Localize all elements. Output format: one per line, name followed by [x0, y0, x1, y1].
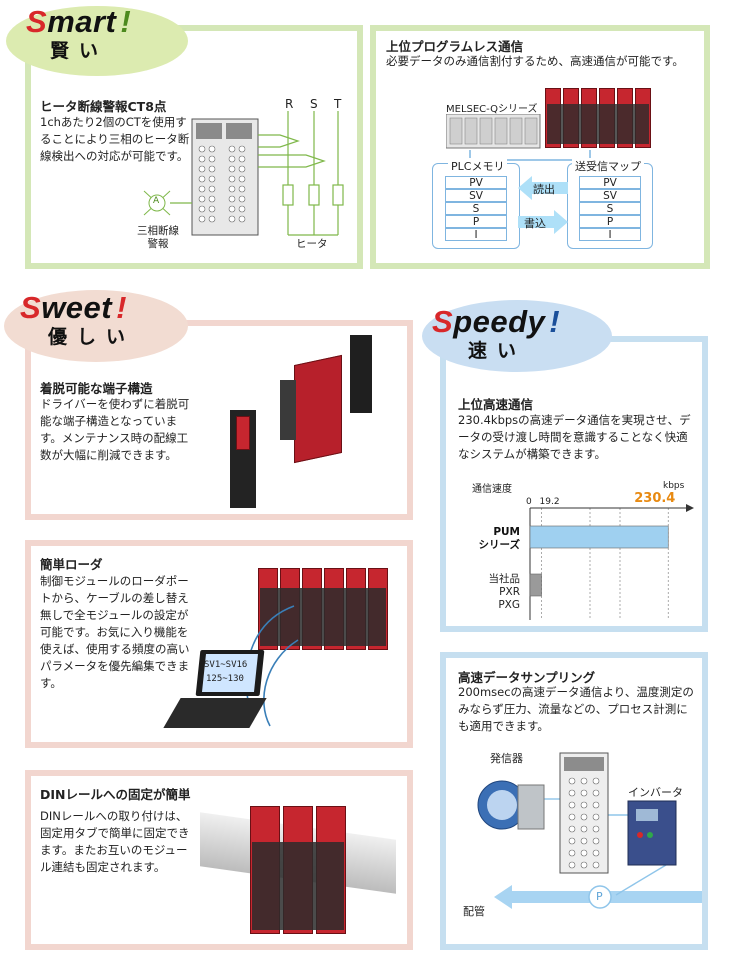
chart-category-label: PXG [498, 599, 520, 611]
chart-category-label: PXR [499, 586, 520, 598]
laptop-screen-line2: 125~130 [206, 674, 244, 684]
module-side-image [280, 354, 346, 464]
heater-phase-r: R [285, 97, 294, 111]
sweet-badge-cap: S [20, 290, 42, 325]
plc-memory-row: PV [445, 176, 507, 189]
write-arrow [518, 210, 568, 234]
plc-series-label: MELSEC-Qシリーズ [446, 104, 538, 115]
pump-symbol: P [596, 890, 603, 903]
heater-phase-t: T [334, 97, 342, 111]
chart-unit-label: kbps [663, 481, 685, 491]
map-row: S [579, 202, 641, 215]
read-label: 読出 [533, 183, 555, 196]
terminal-plug-image [340, 335, 380, 415]
heater-diagram [143, 111, 344, 236]
map-label: 送受信マップ [572, 158, 644, 174]
map-row: I [579, 228, 641, 241]
smart-badge-cap: S [26, 4, 48, 39]
plc-memory-row: P [445, 215, 507, 228]
plc-memory-row: S [445, 202, 507, 215]
smart-badge-rest: mart [47, 4, 117, 39]
chart-category-label: PUM [493, 526, 520, 538]
chart-tick-label: 19.2 [540, 497, 560, 507]
smart-badge-bg [6, 6, 188, 76]
sweet-badge-mark: ! [116, 290, 127, 325]
highspeed-title: 上位高速通信 [458, 397, 534, 412]
chart-category-label: シリーズ [479, 538, 521, 551]
speedy-badge-mark: ! [549, 304, 561, 339]
heater-alarm-label: 三相断線警報 [137, 225, 179, 250]
plc-memory-row: I [445, 228, 507, 241]
plc-rack [446, 114, 541, 149]
chart-tick-label-highlight: 230.4 [634, 491, 675, 506]
chart-x-label: 通信速度 [472, 482, 512, 495]
programless-text: 必要データのみ通信割付するため、高速通信が可能です。 [386, 54, 684, 68]
sampling-text: 200msecの高速データ通信より、温度測定のみならず圧力、流量などの、プロセス… [458, 685, 694, 733]
write-label: 書込 [524, 217, 546, 230]
speedy-badge-rest: peedy [453, 304, 546, 339]
plc-link-line [469, 150, 591, 161]
smart-badge-mark: ! [120, 4, 132, 39]
heater-phase-s: S [310, 97, 318, 111]
plc-memory-label: PLCメモリ [448, 158, 508, 174]
din-modules-image [250, 806, 350, 936]
programless-title: 上位プログラムレス通信 [386, 39, 524, 54]
inverter-label: インバータ [628, 786, 683, 799]
sampling-diagram [477, 752, 702, 909]
speedy-badge-bg [422, 300, 612, 372]
chart-axis-arrow [686, 504, 694, 512]
sweet-badge-bg [4, 290, 188, 362]
loader-modules-image [258, 568, 398, 652]
din-title: DINレールへの固定が簡単 [40, 787, 191, 802]
laptop-screen-line1: SV1~SV16 [204, 660, 248, 670]
speedy-badge-sub: 速い [468, 340, 527, 362]
loader-text: 制御モジュールのローダポートから、ケーブルの差し替え無しで全モジュールの設定が可… [40, 574, 190, 690]
map-row: PV [579, 176, 641, 189]
sweet-badge-sub: 優しい [48, 326, 136, 348]
pum-modules-top [545, 88, 655, 152]
din-text: DINレールへの取り付けは、固定用タブで簡単に固定できます。またお互いのモジュー… [40, 809, 190, 874]
speedy-badge-cap: S [432, 304, 454, 339]
sweet-badge: Sweet! 優しい [20, 290, 135, 349]
sweet-badge-rest: weet [41, 290, 113, 325]
heater-alarm-symbol: A [153, 196, 160, 206]
sampling-title: 高速データサンプリング [458, 670, 596, 685]
loader-title: 簡単ローダ [40, 557, 103, 572]
chart-bar [529, 573, 542, 597]
chart-category-label: 当社品 [489, 572, 521, 585]
transmitter-label: 発信器 [490, 752, 523, 765]
terminal-text: ドライバーを使わずに着脱可能な端子構造となっています。メンテナンス時の配線工数が… [40, 397, 190, 462]
smart-badge-sub: 賢い [50, 40, 109, 62]
speedy-badge: Speedy! 速い [432, 304, 560, 363]
heater-title: ヒータ断線警報CT8点 [40, 99, 167, 114]
chart-tick-label: 0 [526, 497, 532, 507]
terminal-block-image [222, 410, 266, 510]
map-row: SV [579, 189, 641, 202]
plc-memory-row: SV [445, 189, 507, 202]
heater-text: 1chあたり2個のCTを使用することにより三相のヒータ断線検出への対応が可能です… [40, 115, 190, 163]
smart-badge: Smart! 賢い [26, 4, 131, 63]
highspeed-text: 230.4kbpsの高速データ通信を実現させ、データの受け渡し時間を意識すること… [458, 413, 691, 461]
map-row: P [579, 215, 641, 228]
heater-label: ヒータ [296, 238, 328, 250]
terminal-title: 着脱可能な端子構造 [40, 381, 153, 396]
read-arrow [518, 176, 568, 200]
pipe-label: 配管 [463, 905, 485, 918]
chart-bar [529, 525, 669, 549]
